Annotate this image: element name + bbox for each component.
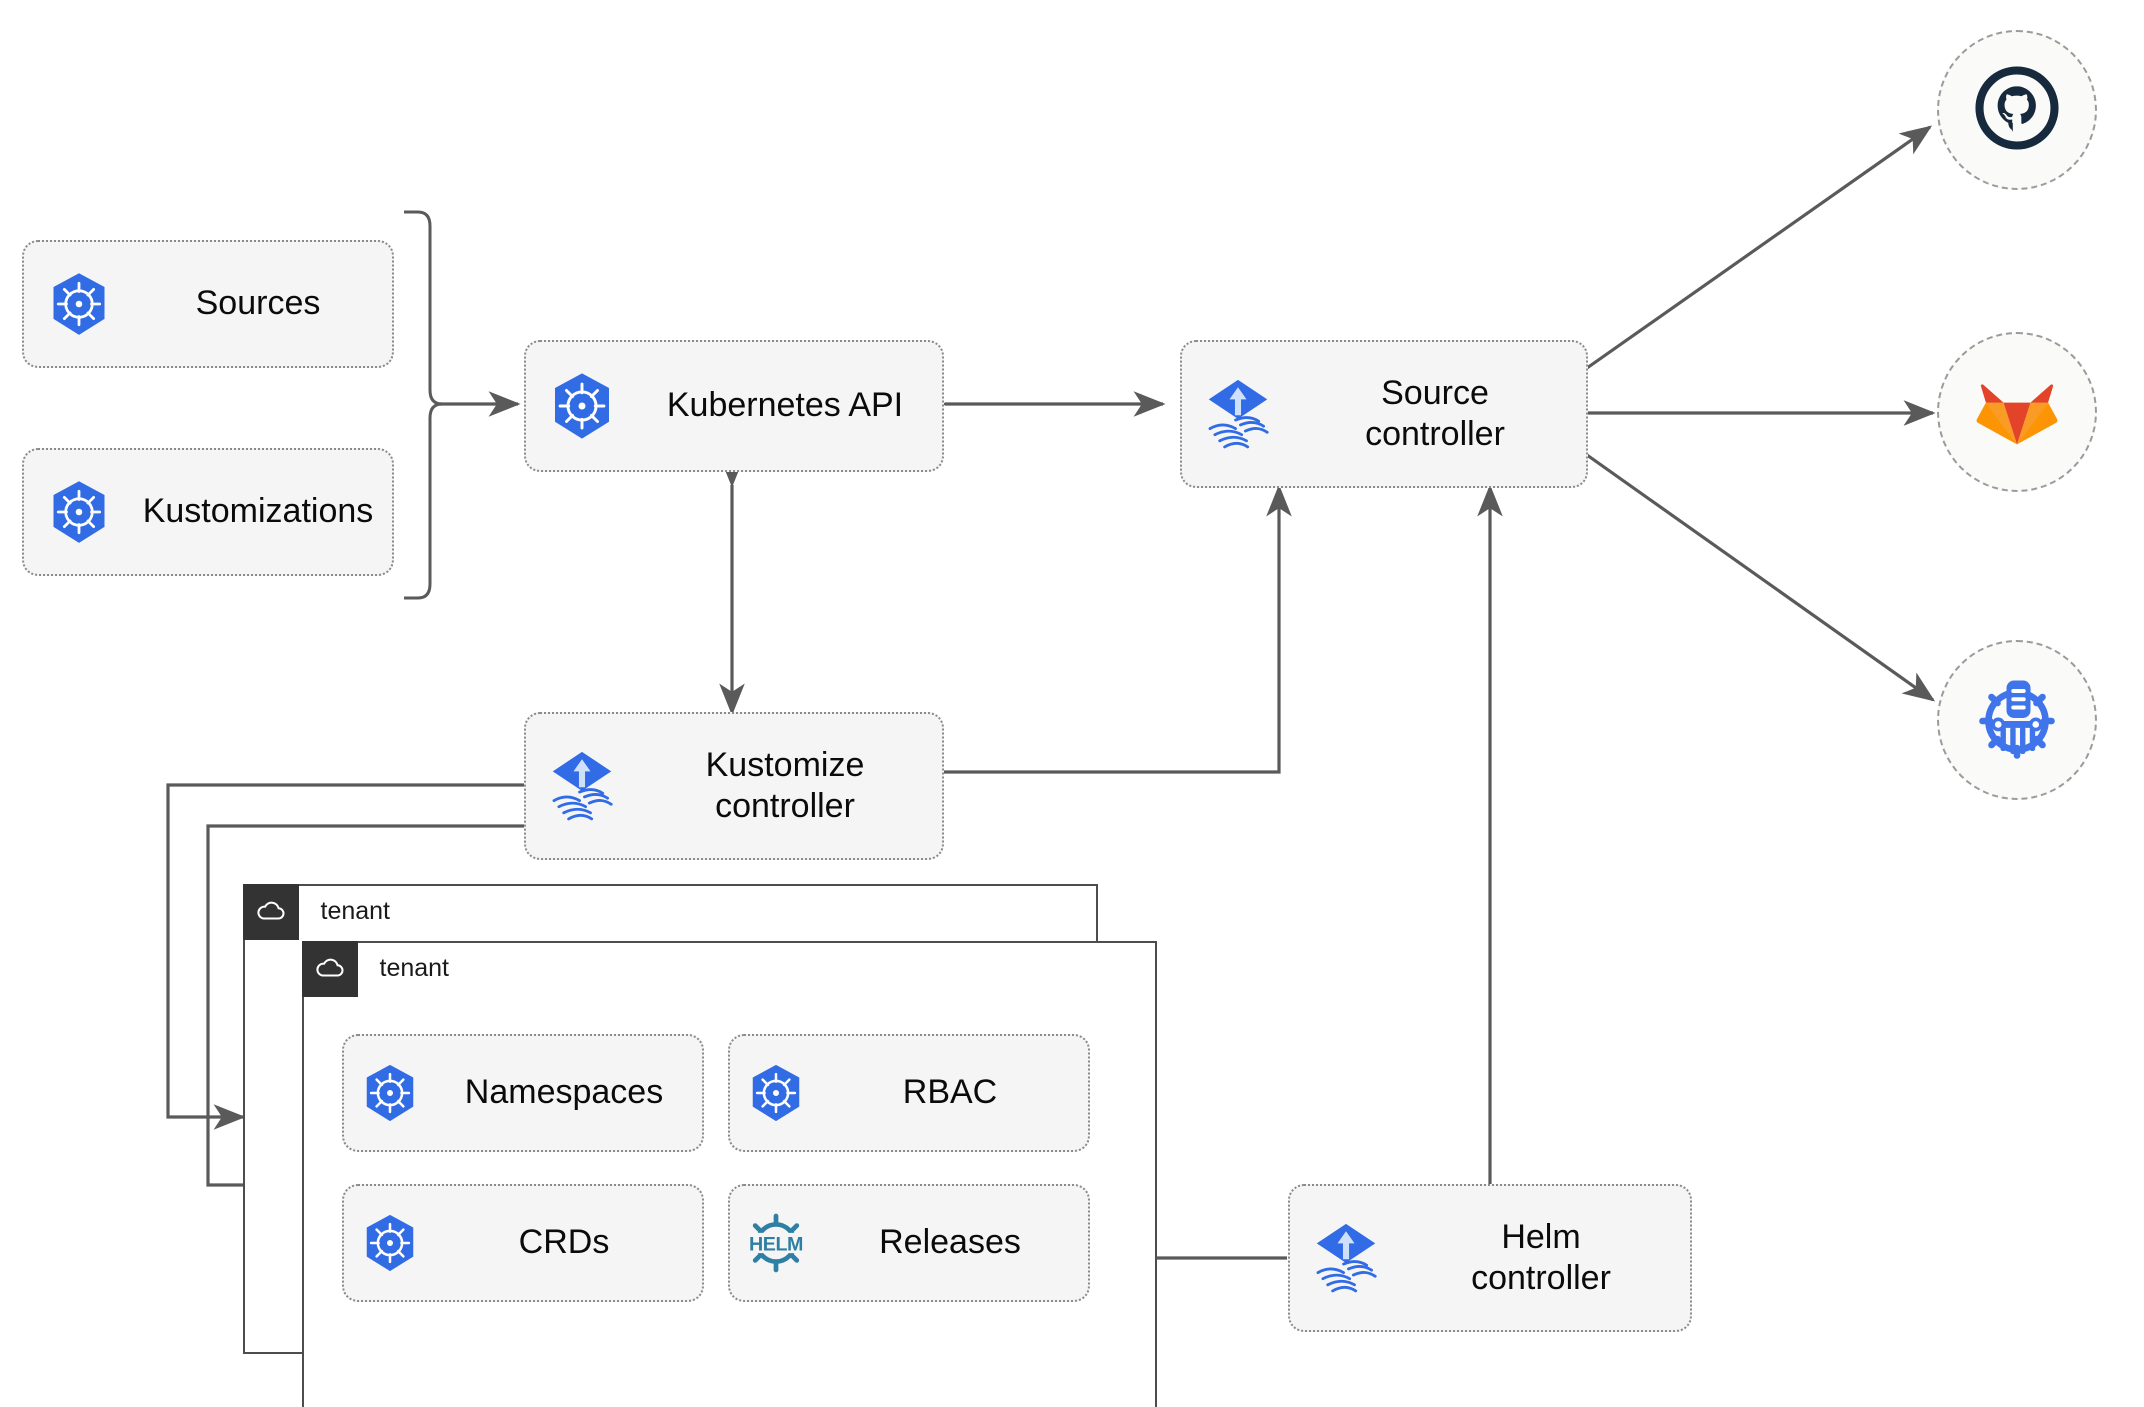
node-crds[interactable]: CRDs [342,1184,704,1302]
gitlab-icon [1973,366,2061,459]
kubernetes-icon [730,1062,822,1124]
node-label: Releases [879,1223,1021,1262]
edge-resources-brace [404,210,443,600]
flux-icon [1290,1219,1402,1297]
node-helm-controller[interactable]: Helm controller [1288,1184,1692,1332]
node-label: RBAC [902,1073,998,1112]
kubernetes-icon [344,1212,436,1274]
node-releases[interactable]: HELM Releases [728,1184,1090,1302]
kubernetes-icon [344,1062,436,1124]
helm-logo-icon: HELM [730,1207,822,1279]
node-label: Namespaces [464,1073,664,1112]
node-label: Kustomizations [142,492,374,531]
kubernetes-icon [24,478,134,546]
node-kubernetes-api[interactable]: Kubernetes API [524,340,944,472]
node-kustomizations[interactable]: Kustomizations [22,448,394,576]
flux-icon [526,747,638,825]
tenant-frame-front: tenant [301,940,1157,1407]
kubernetes-icon [526,370,638,442]
node-label: Helm controller [1471,1217,1611,1297]
node-rbac[interactable]: RBAC [728,1034,1090,1152]
provider-github[interactable] [1937,30,2097,190]
edge-source-to-github [1586,125,1933,370]
tenant-header: tenant [242,883,391,940]
node-label: Source controller [1365,373,1505,453]
cloud-icon [242,883,299,940]
edge-kustomize-to-source [940,484,1292,774]
github-icon [1969,60,2065,161]
svg-text:HELM: HELM [749,1233,803,1255]
tenant-label: tenant [379,954,450,982]
node-sources[interactable]: Sources [22,240,394,368]
flux-icon [1182,375,1294,453]
node-label: CRDs [518,1223,610,1262]
provider-helm-repository[interactable] [1937,640,2097,800]
node-namespaces[interactable]: Namespaces [342,1034,704,1152]
tenant-header: tenant [301,940,450,997]
edge-source-to-helmrepo [1586,453,1936,702]
node-source-controller[interactable]: Source controller [1180,340,1588,488]
helm-repository-icon [1969,670,2065,771]
tenant-label: tenant [320,897,391,925]
node-label: Kustomize controller [705,745,865,825]
provider-gitlab[interactable] [1937,332,2097,492]
node-label: Kubernetes API [666,386,904,425]
node-label: Sources [195,284,321,323]
node-kustomize-controller[interactable]: Kustomize controller [524,712,944,860]
kubernetes-icon [24,270,134,338]
cloud-icon [301,940,358,997]
